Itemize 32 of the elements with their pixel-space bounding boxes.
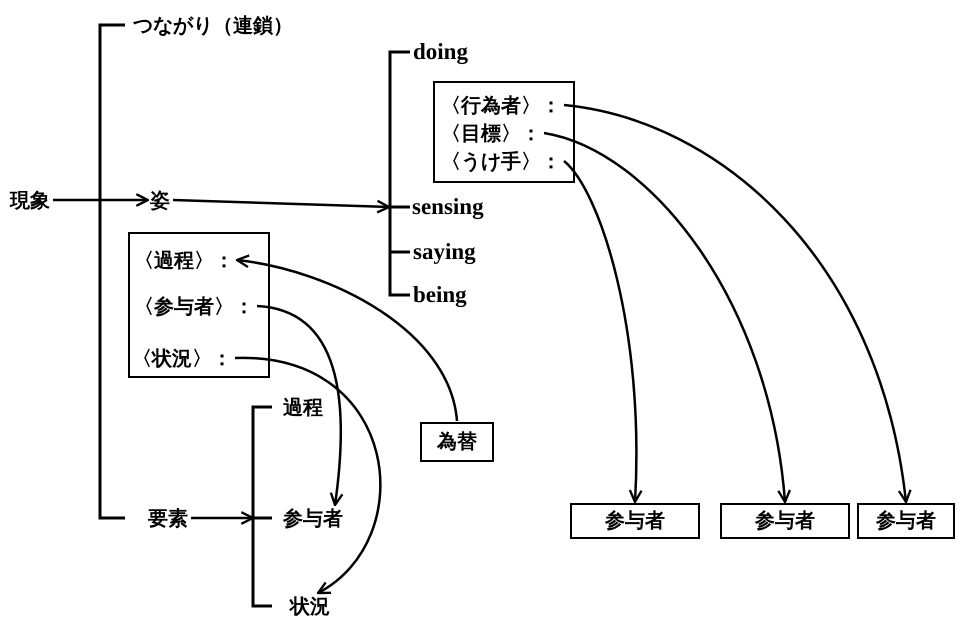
role-label: 〈参与者〉： — [134, 294, 254, 318]
curved-arrow — [234, 356, 382, 594]
curved-arrow — [563, 160, 642, 504]
term-label: being — [413, 281, 467, 309]
curved-arrow — [544, 132, 791, 504]
term-box: 参与者 — [570, 503, 700, 539]
term-label: 過程 — [283, 395, 323, 419]
term-label: doing — [413, 38, 468, 66]
term-box: 参与者 — [720, 503, 850, 539]
term-label: 参与者 — [255, 506, 343, 530]
arrow — [172, 198, 390, 214]
term-label: 現象 — [10, 188, 50, 212]
term-label: 状況 — [290, 594, 330, 618]
term-box: 参与者 — [857, 503, 955, 539]
role-box — [433, 81, 575, 183]
role-box — [128, 232, 270, 378]
role-label: 〈目標〉： — [441, 121, 541, 145]
term-label: 姿 — [150, 188, 170, 212]
arrow — [53, 193, 150, 207]
role-label: 〈行為者〉： — [441, 93, 561, 117]
role-label: 〈うけ手〉： — [441, 149, 561, 173]
role-label: 〈過程〉： — [134, 248, 234, 272]
term-label: sensing — [391, 193, 484, 221]
term-label: 要素 — [148, 506, 188, 530]
curved-arrow — [256, 304, 344, 506]
curved-arrow — [564, 104, 912, 504]
curved-arrow — [236, 254, 458, 422]
term-label: つながり（連鎖） — [133, 13, 293, 37]
arrow — [191, 511, 254, 525]
term-label: saying — [413, 238, 476, 266]
role-label: 〈状況〉： — [132, 346, 232, 370]
term-box: 為替 — [420, 422, 494, 462]
